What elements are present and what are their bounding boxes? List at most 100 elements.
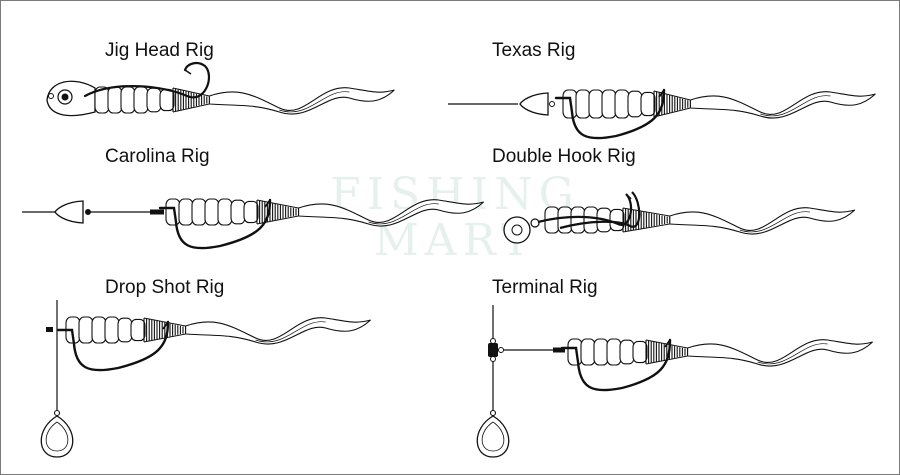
carolina-worm-body-segment — [165, 198, 181, 226]
terminal-worm — [567, 338, 873, 367]
rig-terminal — [476, 305, 873, 458]
terminal-three-way-swivel — [488, 343, 498, 357]
jig-worm-body-segment — [159, 88, 175, 112]
rig-texas — [448, 88, 876, 140]
terminal-hook — [560, 338, 672, 392]
terminal-worm-body-segment — [593, 338, 609, 366]
carolina-bead — [85, 209, 91, 215]
title-terminal-rig: Terminal Rig — [492, 277, 598, 298]
dropshot-worm-body-segment — [78, 316, 94, 344]
rig-double-hook — [503, 191, 856, 244]
double-worm-tail-fold — [739, 211, 810, 233]
texas-hook — [554, 88, 666, 140]
dropshot-drop-weight — [40, 415, 74, 458]
terminal-swivel-top-ring — [490, 338, 496, 344]
terminal-swivel-side-ring — [498, 347, 504, 353]
texas-worm-body-segment — [588, 89, 604, 119]
double-line-tie — [530, 218, 540, 228]
texas-worm-body-segment — [640, 91, 656, 117]
terminal-worm-body-segment — [567, 338, 583, 366]
carolina-worm-tail — [298, 199, 484, 227]
texas-worm-tail-fold — [760, 95, 831, 117]
rig-drop-shot — [40, 300, 371, 458]
rig-jig-head — [46, 61, 395, 117]
terminal-worm-body-segment — [632, 340, 648, 364]
title-double-hook-rig: Double Hook Rig — [492, 146, 636, 167]
title-texas-rig: Texas Rig — [492, 40, 576, 61]
terminal-drop-weight-inner — [481, 421, 505, 452]
terminal-worm-body-segment — [619, 339, 635, 365]
jig-hook-barb — [184, 69, 192, 75]
texas-worm-body-segment — [601, 89, 617, 119]
texas-hook-barb — [658, 89, 665, 98]
carolina-worm — [165, 198, 484, 227]
terminal-hook-barb — [664, 339, 671, 348]
dropshot-worm-body-segment — [130, 318, 146, 342]
terminal-worm-tail-fold — [757, 343, 828, 365]
jig-worm-body-segment — [107, 86, 123, 114]
terminal-weight-eye — [489, 409, 497, 417]
terminal-swivel-bottom-ring — [490, 356, 496, 362]
texas-bead — [549, 101, 555, 107]
texas-worm-tail — [689, 91, 876, 119]
terminal-drop-weight — [476, 415, 510, 458]
carolina-swivel — [150, 209, 164, 215]
carolina-worm-tail-fold — [368, 203, 439, 225]
double-jig-eye — [511, 224, 523, 236]
jig-line-tie — [48, 93, 54, 99]
carolina-worm-body-segment — [204, 198, 220, 226]
dropshot-drop-weight-inner — [45, 421, 69, 452]
jig-worm-body-segment — [133, 86, 149, 114]
dropshot-hook-group — [56, 320, 170, 372]
texas-worm-body-segment — [627, 90, 643, 118]
carolina-worm-body-segment — [191, 198, 207, 226]
terminal-worm-body-segment — [606, 338, 622, 366]
jig-worm — [94, 86, 395, 115]
title-carolina-rig: Carolina Rig — [105, 146, 210, 167]
carolina-worm-body-segment — [243, 200, 259, 224]
double-worm-tail — [669, 207, 856, 235]
dropshot-worm-tail-fold — [255, 321, 326, 343]
jig-worm-body-segment — [146, 87, 162, 113]
jig-hook — [83, 61, 211, 99]
terminal-worm-tail — [687, 339, 873, 367]
carolina-worm-body-segment — [217, 198, 233, 226]
dropshot-knot — [46, 327, 53, 332]
double-hook-rear — [559, 191, 641, 230]
jig-worm-tail — [208, 87, 395, 115]
double-worm-body-segment — [609, 208, 625, 232]
dropshot-worm-tail — [185, 317, 371, 345]
double-hook-front — [537, 193, 633, 226]
terminal-worm-body-segment — [580, 338, 596, 366]
texas-worm-body-segment — [575, 89, 591, 119]
dropshot-worm-body-segment — [91, 316, 107, 344]
jig-worm-tail-fold — [279, 91, 350, 113]
double-worm-body-segment — [570, 206, 586, 234]
double-hook-barb — [625, 193, 632, 200]
texas-hook-group — [554, 88, 666, 140]
texas-worm-body-segment — [614, 89, 630, 119]
double-worm-body-segment — [583, 206, 599, 234]
double-worm — [544, 206, 856, 235]
title-drop-shot-rig: Drop Shot Rig — [105, 277, 225, 298]
dropshot-hook — [56, 320, 170, 372]
dropshot-worm — [65, 316, 371, 345]
carolina-bullet-weight — [54, 200, 84, 224]
terminal-hook-group — [560, 338, 672, 392]
rig-carolina — [22, 198, 484, 250]
jig-worm-body-segment — [120, 86, 136, 114]
carolina-worm-body-segment — [178, 198, 194, 226]
dropshot-weight-eye — [53, 409, 61, 417]
carolina-hook-barb — [264, 199, 271, 208]
carolina-worm-body-segment — [230, 199, 246, 225]
texas-worm — [562, 89, 876, 119]
dropshot-hook-barb — [162, 321, 169, 330]
double-worm-body-segment — [557, 206, 573, 234]
title-jig-head-rig: Jig Head Rig — [105, 40, 214, 61]
jig-jig-pupil — [61, 93, 69, 101]
carolina-hook-group — [158, 198, 272, 250]
dropshot-worm-body-segment — [104, 316, 120, 344]
carolina-hook — [158, 198, 272, 250]
texas-bullet-weight — [519, 92, 549, 116]
